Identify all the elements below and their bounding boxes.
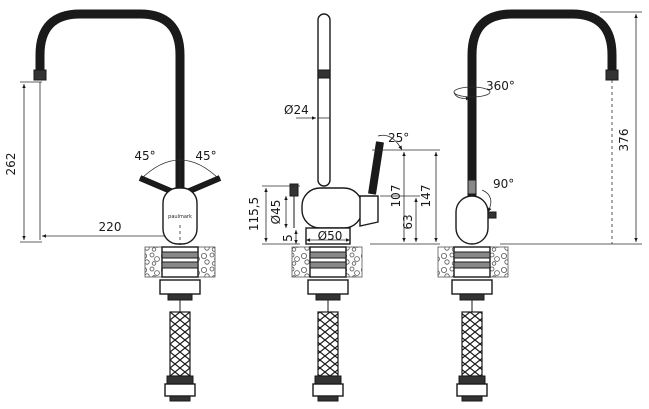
rear-body bbox=[455, 195, 489, 245]
rear-lever-angle: 90° bbox=[493, 177, 514, 191]
side-body bbox=[301, 187, 363, 229]
front-aerator bbox=[33, 69, 47, 81]
side-lever-angle: 25° bbox=[388, 131, 409, 145]
side-height-115: 115,5 bbox=[247, 197, 261, 231]
side-base-diameter: Ø50 bbox=[318, 229, 343, 243]
front-angle-left: 45° bbox=[134, 149, 155, 163]
side-spout bbox=[317, 13, 331, 187]
side-view: Ø24 25° 115,5 Ø45 5 Ø50 107 63 147 bbox=[247, 13, 440, 402]
side-base-height: 5 bbox=[281, 234, 295, 242]
rear-total-height: 376 bbox=[617, 129, 631, 152]
side-height-63: 63 bbox=[401, 214, 415, 229]
front-spout bbox=[35, 9, 185, 205]
rear-hose bbox=[461, 311, 483, 377]
front-view: 262 220 45° 45° paulmark bbox=[4, 9, 222, 402]
rear-view: 360° 376 90° bbox=[437, 9, 642, 402]
side-spout-diameter: Ø24 bbox=[284, 103, 309, 117]
rear-aerator bbox=[605, 69, 619, 81]
front-height-label: 262 bbox=[4, 153, 18, 176]
front-angle-right: 45° bbox=[195, 149, 216, 163]
side-body-diameter: Ø45 bbox=[269, 200, 283, 225]
front-hose bbox=[169, 311, 191, 377]
front-brand: paulmark bbox=[168, 214, 192, 220]
side-hose bbox=[317, 311, 339, 377]
rear-rotation-angle: 360° bbox=[486, 79, 515, 93]
side-height-147: 147 bbox=[419, 185, 433, 208]
front-reach-label: 220 bbox=[99, 220, 122, 234]
side-height-107: 107 bbox=[389, 185, 403, 208]
